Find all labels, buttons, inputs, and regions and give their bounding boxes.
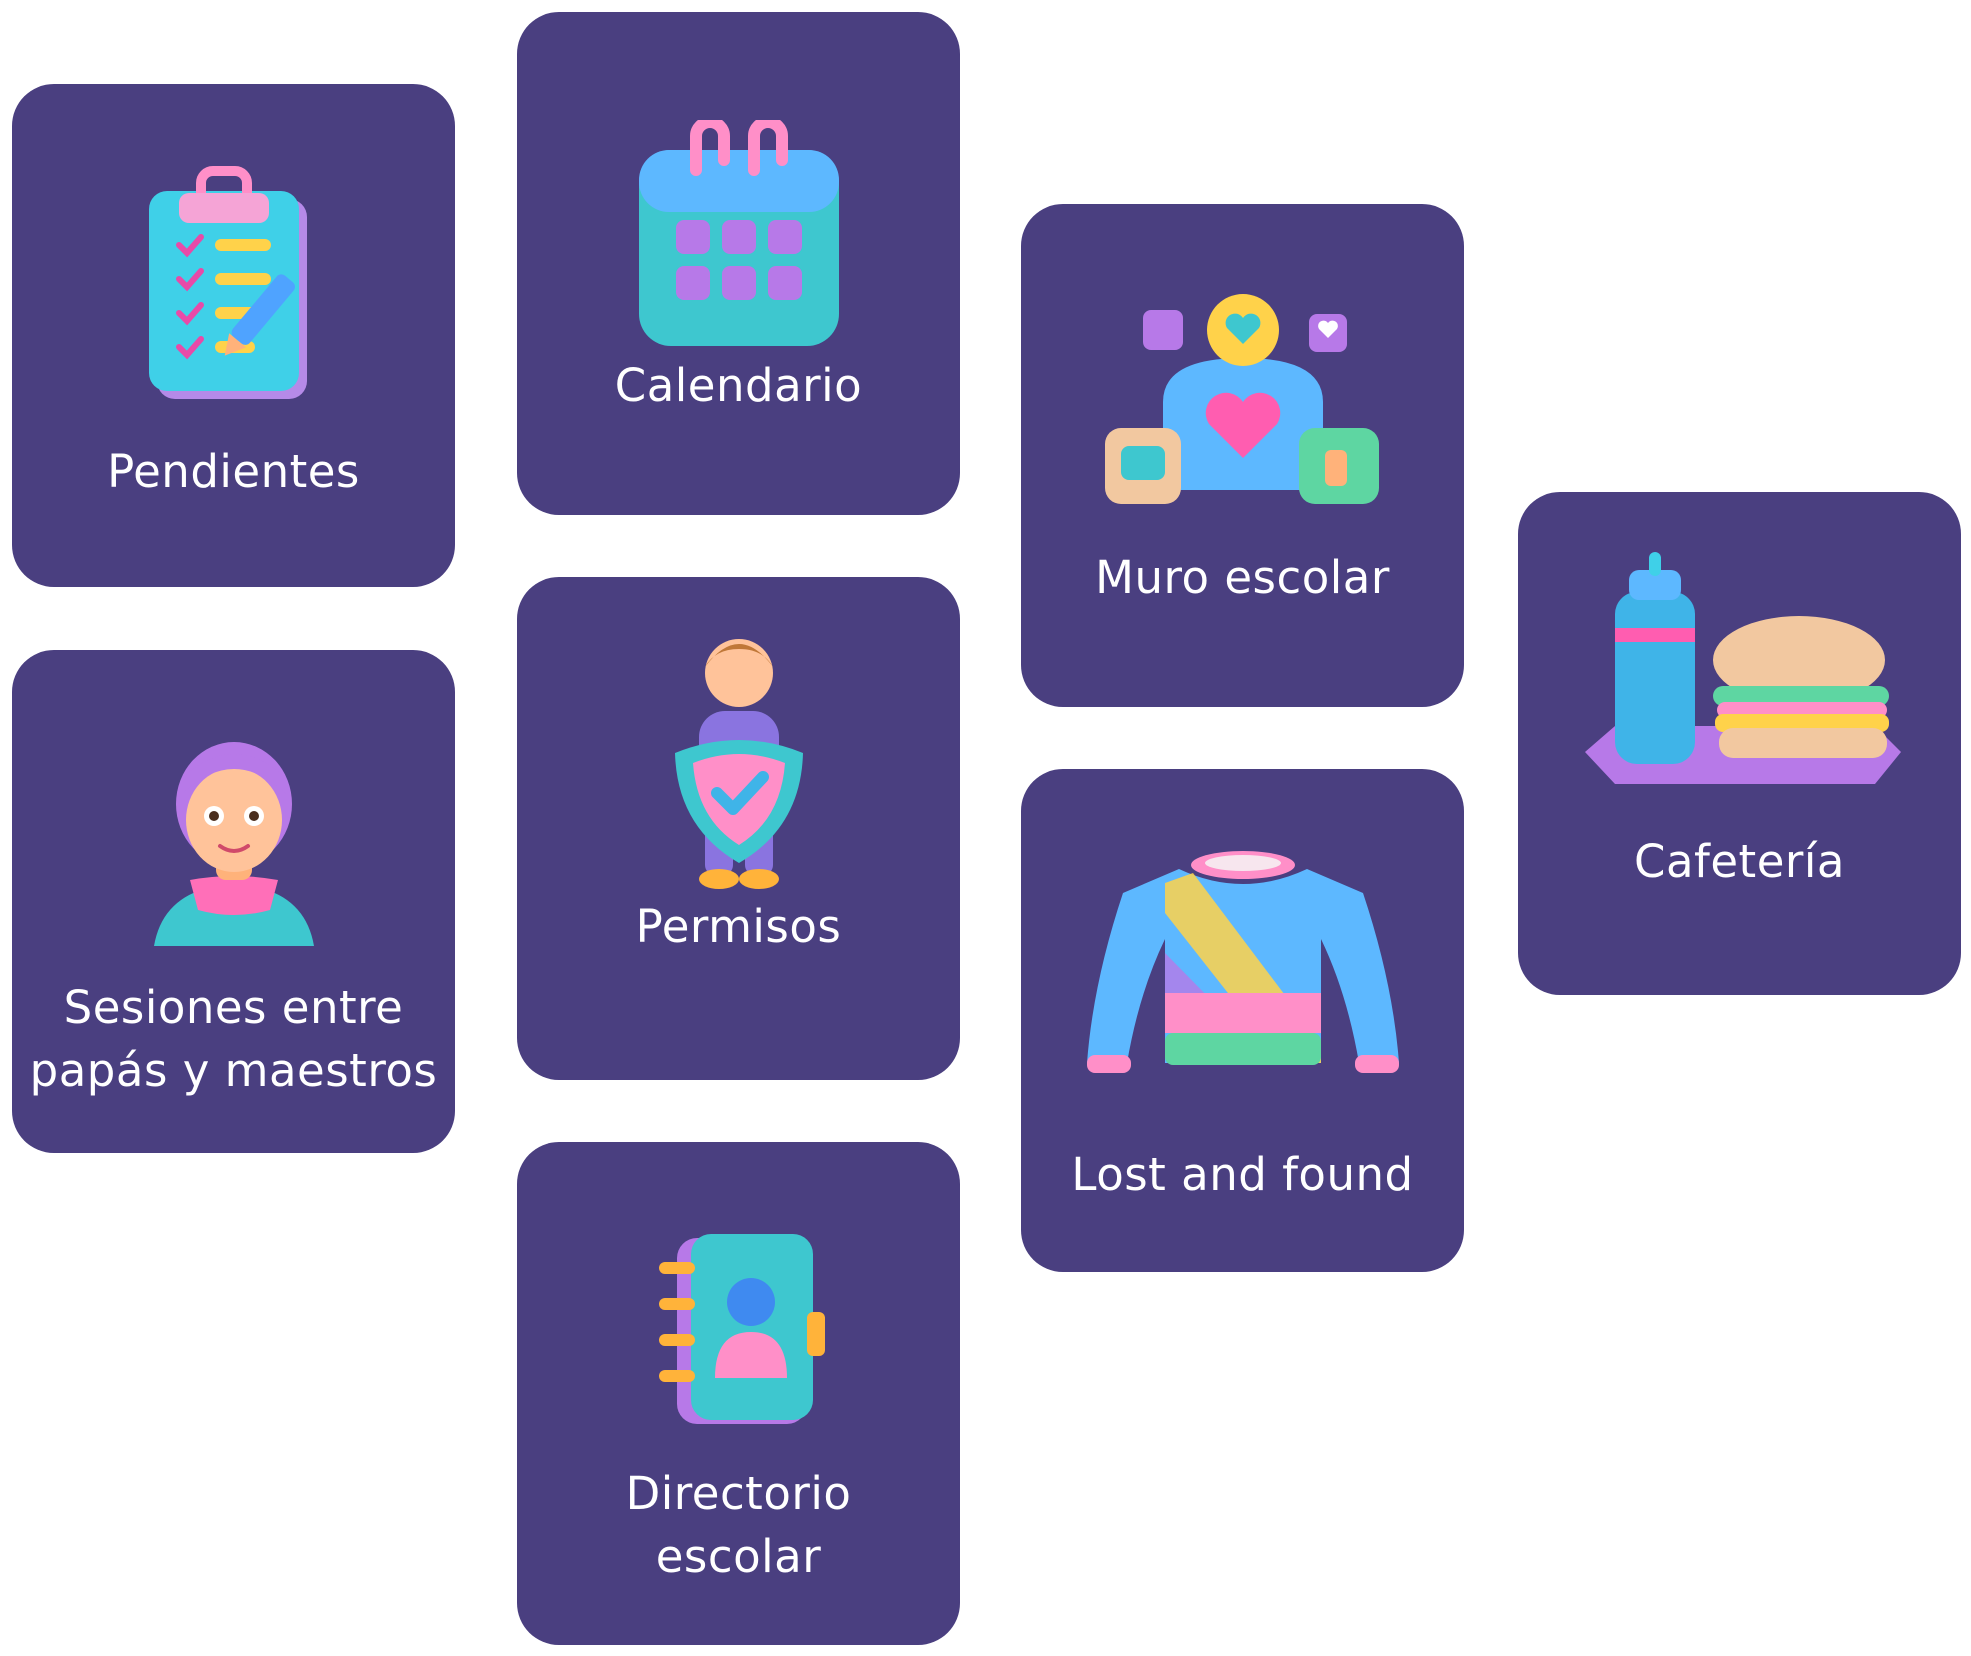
- tile-muro-escolar[interactable]: Muro escolar: [1021, 204, 1464, 707]
- tile-pendientes[interactable]: Pendientes: [12, 84, 455, 587]
- shield-person-icon: [674, 639, 803, 889]
- social-wall-icon: [1104, 294, 1379, 504]
- tile-calendario[interactable]: Calendario: [517, 12, 960, 515]
- tile-lost-and-found-label: Lost and found: [1071, 1148, 1414, 1201]
- tile-pendientes-label: Pendientes: [107, 445, 360, 498]
- tile-muro-escolar-label: Muro escolar: [1095, 551, 1390, 604]
- tile-lost-and-found[interactable]: Lost and found: [1021, 769, 1464, 1272]
- tile-sesiones[interactable]: Sesiones entre papás y maestros: [12, 650, 455, 1153]
- tile-sesiones-label-line2: papás y maestros: [29, 1044, 438, 1097]
- parent-avatar-icon: [153, 742, 314, 946]
- tile-calendario-label: Calendario: [614, 359, 863, 412]
- tile-sesiones-label: Sesiones entre papás y maestros: [12, 976, 455, 1102]
- tile-permisos[interactable]: Permisos: [517, 577, 960, 1080]
- tile-directorio-label-line1: Directorio: [625, 1467, 852, 1520]
- tile-cafeteria-label: Cafetería: [1634, 835, 1845, 888]
- sweater-icon: [1086, 851, 1399, 1073]
- calendar-icon: [638, 120, 839, 346]
- lunch-tray-icon: [1584, 552, 1901, 784]
- tile-directorio[interactable]: Directorio escolar: [517, 1142, 960, 1645]
- tile-permisos-label: Permisos: [635, 900, 842, 953]
- tile-directorio-label-line2: escolar: [655, 1530, 822, 1583]
- tile-sesiones-label-line1: Sesiones entre: [63, 981, 404, 1034]
- address-book-icon: [658, 1234, 825, 1424]
- tile-directorio-label: Directorio escolar: [517, 1462, 960, 1588]
- clipboard-checklist-icon: [148, 166, 307, 399]
- tile-cafeteria[interactable]: Cafetería: [1518, 492, 1961, 995]
